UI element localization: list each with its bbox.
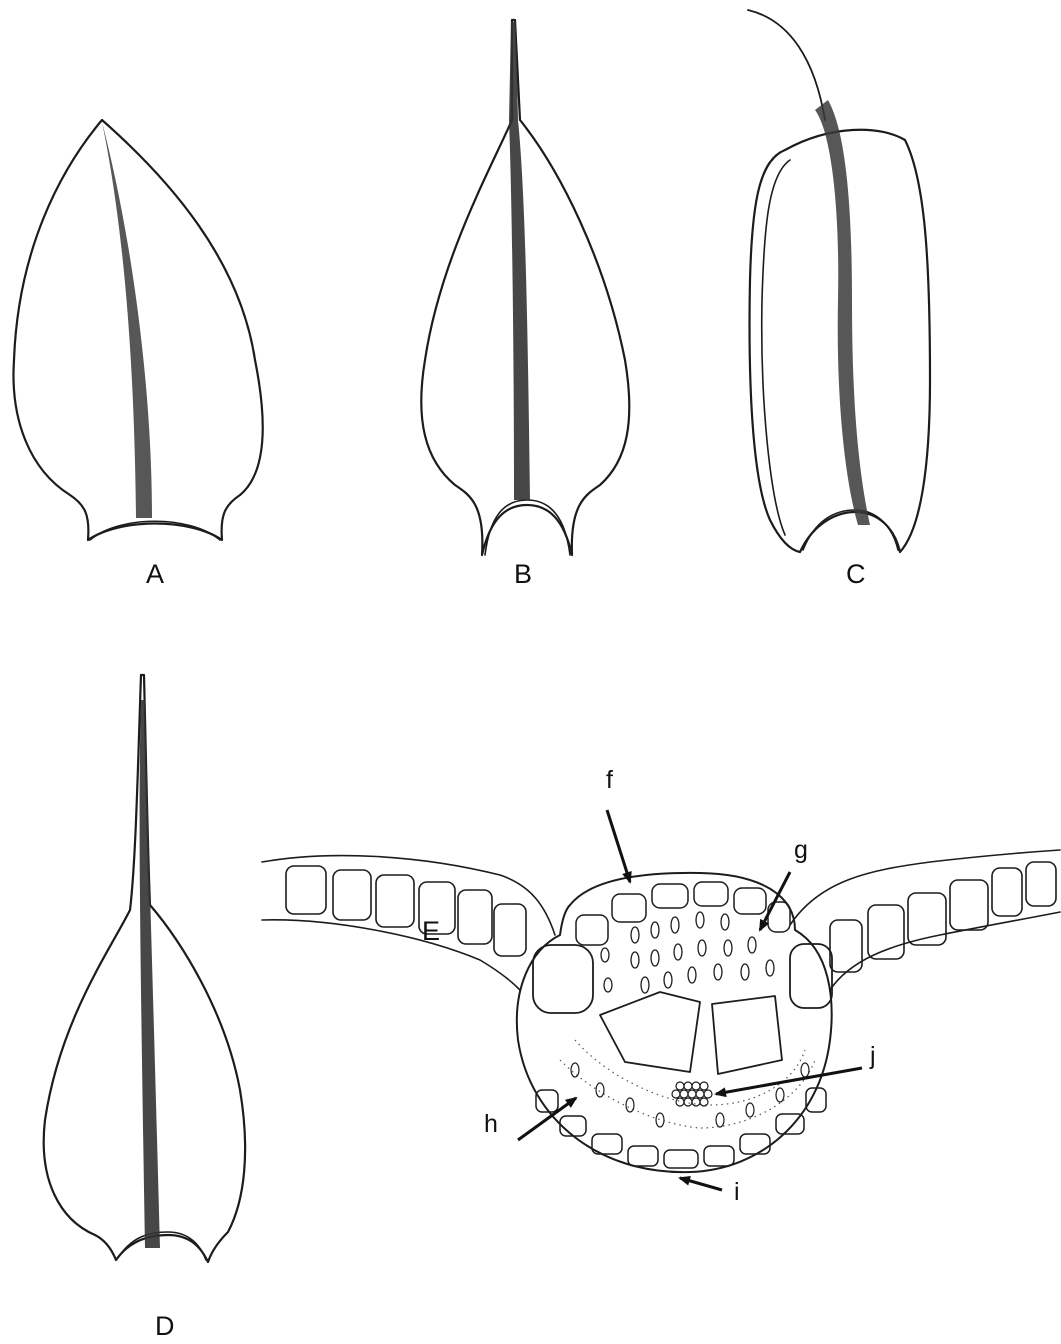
leaf-c-inner-margin [762,160,790,535]
cross-section-e [262,810,1060,1190]
leptoid-cluster [672,1082,712,1106]
leaf-d [44,675,245,1262]
upper-epidermis [576,882,790,945]
lamina-right-lower [830,912,1060,990]
leaf-c-base [803,510,898,550]
leaf-b [421,20,629,555]
lamina-left-lower [262,920,520,990]
leaf-c-awn [748,10,825,120]
label-part-f: f [606,768,613,793]
leaf-d-costa [140,700,160,1248]
arrow-h [518,1098,576,1140]
guide-cells [533,944,832,1074]
label-part-i: i [734,1180,740,1205]
label-part-g: g [794,838,808,863]
label-panel-c: C [846,561,866,588]
label-panel-d: D [155,1313,175,1340]
lamina-left-cells [286,866,526,956]
leaf-c [748,10,930,552]
arrow-j [716,1068,862,1094]
leaf-c-costa [815,100,870,525]
arrow-i [680,1178,722,1190]
label-panel-e: E [422,918,440,945]
label-part-h: h [484,1112,498,1137]
label-panel-b: B [514,561,532,588]
leaf-a-costa [102,122,152,518]
label-part-j: j [870,1044,876,1069]
leaf-a [13,120,262,540]
leaf-b-base [485,500,570,555]
arrow-f [607,810,630,882]
lamina-left-upper [262,856,555,935]
label-panel-a: A [146,561,164,588]
stereid-cells [601,912,774,993]
lamina-right-cells [830,862,1056,972]
